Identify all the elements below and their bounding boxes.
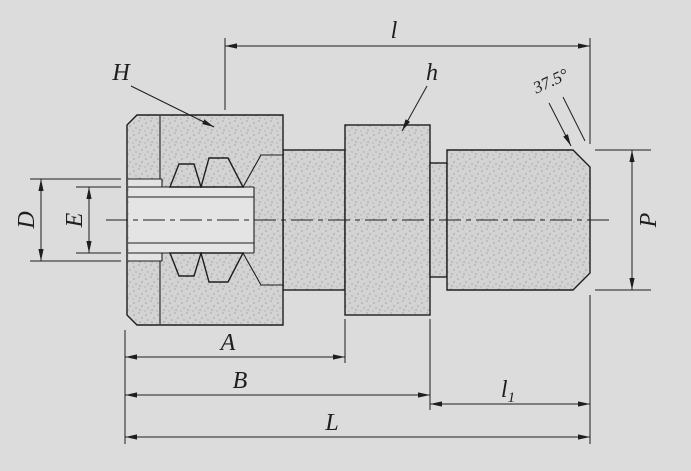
label-L: L bbox=[324, 410, 338, 436]
callout-H: H bbox=[111, 60, 215, 128]
dimension-E: E bbox=[62, 186, 121, 254]
label-chamfer-angle: 37.5° bbox=[529, 65, 571, 98]
extension-lines bbox=[124, 295, 591, 444]
label-D: D bbox=[14, 211, 40, 229]
leader-line bbox=[130, 85, 215, 128]
callout-chamfer-angle: 37.5° bbox=[529, 65, 586, 147]
leader-line bbox=[548, 102, 572, 147]
body-nose-top bbox=[242, 154, 283, 188]
body-nose-bottom bbox=[242, 252, 283, 286]
label-P: P bbox=[636, 212, 662, 228]
back-ferrule-top bbox=[168, 163, 202, 188]
back-ferrule-bottom bbox=[168, 252, 202, 277]
chamfer-extension-line bbox=[562, 96, 586, 142]
label-A: A bbox=[219, 330, 236, 356]
front-ferrule-bottom bbox=[200, 252, 245, 283]
dimension-P: P bbox=[595, 149, 662, 291]
dimension-B: B bbox=[125, 319, 431, 410]
dimension-l1: l1 bbox=[430, 377, 590, 407]
label-l: l bbox=[391, 18, 398, 44]
label-h: h bbox=[426, 60, 438, 86]
label-H: H bbox=[111, 60, 131, 86]
label-B: B bbox=[233, 368, 248, 394]
label-E: E bbox=[62, 212, 88, 228]
dimension-A: A bbox=[125, 319, 346, 363]
dimension-D: D bbox=[14, 178, 121, 262]
label-l1: l1 bbox=[501, 377, 515, 406]
callout-h: h bbox=[401, 60, 438, 132]
leader-line bbox=[401, 85, 428, 132]
dimension-l: l bbox=[224, 18, 591, 144]
front-ferrule-top bbox=[200, 157, 245, 188]
dimension-L: L bbox=[125, 410, 590, 440]
